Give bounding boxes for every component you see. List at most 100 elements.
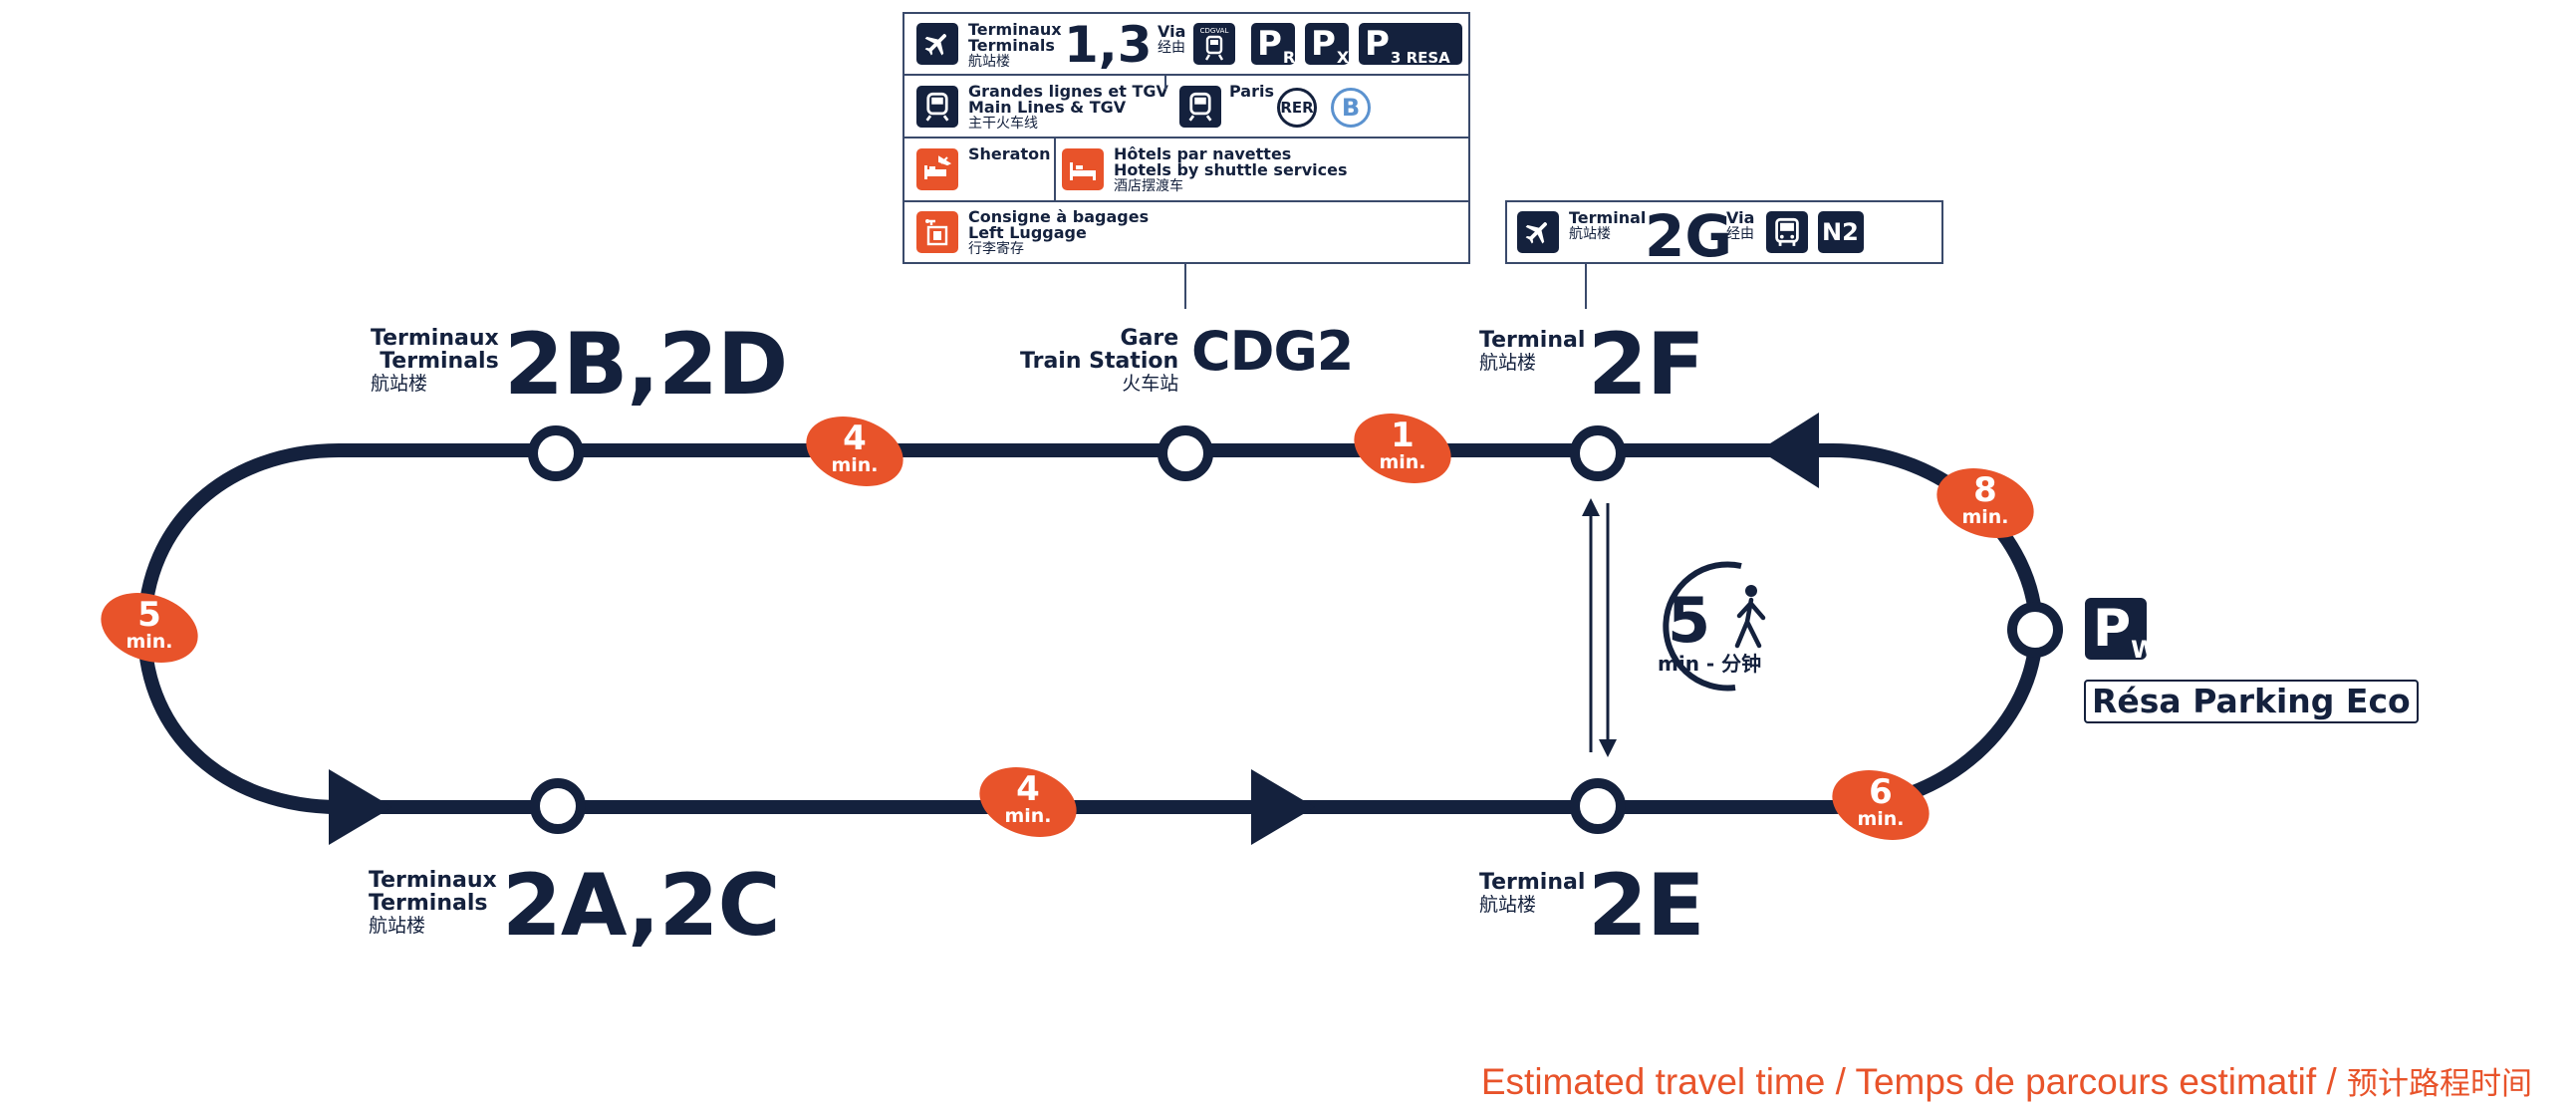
bus-icon <box>1766 211 1808 253</box>
rer-badge: RER <box>1277 88 1317 128</box>
sign4-en: Left Luggage <box>968 223 1087 242</box>
stop-2e[interactable] <box>1570 778 1626 834</box>
sign3-cn: 酒店摆渡车 <box>1114 178 1183 194</box>
plane-icon <box>916 23 958 65</box>
travel-time-value-3: 8 <box>1973 470 1997 510</box>
station-2f-label: Terminal 航站楼 <box>1479 329 1585 375</box>
sign1-terminal-name: 1,3 <box>1064 16 1153 74</box>
walk-time-label: min - 分钟 <box>1658 652 1762 676</box>
walk-arrow-up-head <box>1582 498 1600 516</box>
sign2-paris: Paris <box>1229 82 1274 101</box>
sign2-fr: Grandes lignes et TGV <box>968 82 1168 101</box>
pedestrian-icon <box>1734 585 1766 649</box>
parking-px-badge: PX <box>1305 23 1349 67</box>
travel-time-value-1: 4 <box>843 418 867 458</box>
sign1-via-cn: 经由 <box>1158 40 1185 56</box>
sign1-via: Via <box>1158 22 1186 41</box>
sign2-en: Main Lines & TGV <box>968 98 1127 117</box>
travel-time-value-6: 6 <box>1869 772 1893 812</box>
station-2f-cn: 航站楼 <box>1479 352 1537 374</box>
station-2b-2d-en: Terminals <box>380 349 499 374</box>
stop-2a-2c[interactable] <box>530 778 586 834</box>
station-2b-2d-label: Terminaux Terminals 航站楼 <box>371 327 499 396</box>
cdgval-train-icon: CDGVAL <box>1193 23 1235 65</box>
travel-time-value-4: 5 <box>137 595 161 635</box>
station-2a-2c-en: Terminals <box>369 891 488 916</box>
train-icon-paris <box>1179 86 1221 128</box>
station-cdg2-en: Train Station <box>1020 349 1179 374</box>
sign1-fr: Terminaux <box>968 20 1062 39</box>
travel-time-unit-5: min. <box>1004 805 1052 827</box>
station-cdg2-label: Gare Train Station 火车站 <box>1020 327 1178 396</box>
stop-2f[interactable] <box>1570 425 1626 481</box>
station-2f-name: 2F <box>1588 315 1705 415</box>
station-2e-label: Terminal 航站楼 <box>1479 871 1585 917</box>
bus-line-n2-badge: N2 <box>1818 211 1864 253</box>
sign3-en: Hotels by shuttle services <box>1114 160 1348 179</box>
sign2g-via: Via <box>1726 208 1755 227</box>
station-2b-2d-name: 2B,2D <box>504 315 788 415</box>
travel-time-badge-4 <box>101 593 198 663</box>
parking-eco-label: Résa Parking Eco <box>2084 680 2419 723</box>
station-2e-en: Terminal <box>1479 870 1586 895</box>
travel-time-badge-6 <box>1832 770 1930 840</box>
sign-row-terminals-1-3: Terminaux Terminals 航站楼 1,3 Via 经由 CDGVA… <box>904 14 1468 76</box>
walk-arrow-down-head <box>1599 739 1617 757</box>
travel-time-badge-2 <box>1354 414 1451 483</box>
sign2-cn: 主干火车线 <box>968 116 1038 132</box>
travel-time-unit-6: min. <box>1857 808 1905 830</box>
cdg2-connections-sign: Terminaux Terminals 航站楼 1,3 Via 经由 CDGVA… <box>902 12 1470 264</box>
parking-w-badge: PW <box>2085 598 2158 664</box>
direction-arrow-bottom-mid <box>1251 769 1315 845</box>
station-2b-2d-fr: Terminaux <box>371 326 499 351</box>
plane-icon-2g <box>1517 211 1559 253</box>
direction-arrow-bottom-left <box>329 769 392 845</box>
station-2f-en: Terminal <box>1479 328 1586 353</box>
train-icon <box>916 86 958 128</box>
sign-row-luggage: Consigne à bagages Left Luggage 行李寄存 <box>904 202 1468 262</box>
airport-hotel-icon <box>916 148 958 190</box>
station-cdg2-fr: Gare <box>1120 326 1179 351</box>
sign3-sheraton: Sheraton <box>968 144 1051 163</box>
walk-time-arc <box>1663 561 1742 692</box>
sign4-cn: 行李寄存 <box>968 241 1024 257</box>
station-cdg2-name: CDG2 <box>1191 320 1354 383</box>
legend-caption-cn: 预计路程时间 <box>2347 1066 2532 1102</box>
walk-time-value: 5 <box>1668 584 1711 657</box>
terminal-2g-sign: Terminal 航站楼 2G Via 经由 N2 <box>1505 200 1943 270</box>
travel-time-value-2: 1 <box>1391 416 1415 455</box>
legend-caption: Estimated travel time / Temps de parcour… <box>1481 1058 2532 1103</box>
sign2g-via-cn: 经由 <box>1726 226 1754 242</box>
direction-arrow-top <box>1759 413 1819 488</box>
rer-line-b-badge: B <box>1331 88 1371 128</box>
cdgval-label: CDGVAL <box>1199 27 1229 35</box>
sign2g-terminal-name: 2G <box>1645 202 1732 270</box>
stop-2b-2d[interactable] <box>528 425 584 481</box>
station-2e-name: 2E <box>1588 856 1705 956</box>
sign2g-cn: 航站楼 <box>1569 226 1611 242</box>
sign3-fr: Hôtels par navettes <box>1114 144 1292 163</box>
sign3-divider <box>1054 139 1056 202</box>
sign4-fr: Consigne à bagages <box>968 207 1150 226</box>
sign-row-main-lines: Grandes lignes et TGV Main Lines & TGV 主… <box>904 76 1468 139</box>
stop-cdg2[interactable] <box>1158 425 1213 481</box>
travel-time-value-5: 4 <box>1016 769 1040 809</box>
travel-time-badge-3 <box>1936 468 2034 538</box>
stop-parking-eco[interactable] <box>2007 602 2063 658</box>
travel-time-badge-1 <box>806 417 903 486</box>
sign2g-en: Terminal <box>1569 208 1647 227</box>
station-2a-2c-fr: Terminaux <box>369 868 497 893</box>
travel-time-unit-4: min. <box>126 631 173 653</box>
travel-time-unit-3: min. <box>1961 506 2009 528</box>
sign1-cn: 航站楼 <box>968 54 1010 70</box>
parking-pr-badge: PR <box>1251 23 1295 67</box>
legend-caption-text: Estimated travel time / Temps de parcour… <box>1480 1061 2347 1102</box>
sign-row-hotels: Sheraton Hôtels par navettes Hotels by s… <box>904 139 1468 202</box>
station-2a-2c-label: Terminaux Terminals 航站楼 <box>369 869 497 938</box>
